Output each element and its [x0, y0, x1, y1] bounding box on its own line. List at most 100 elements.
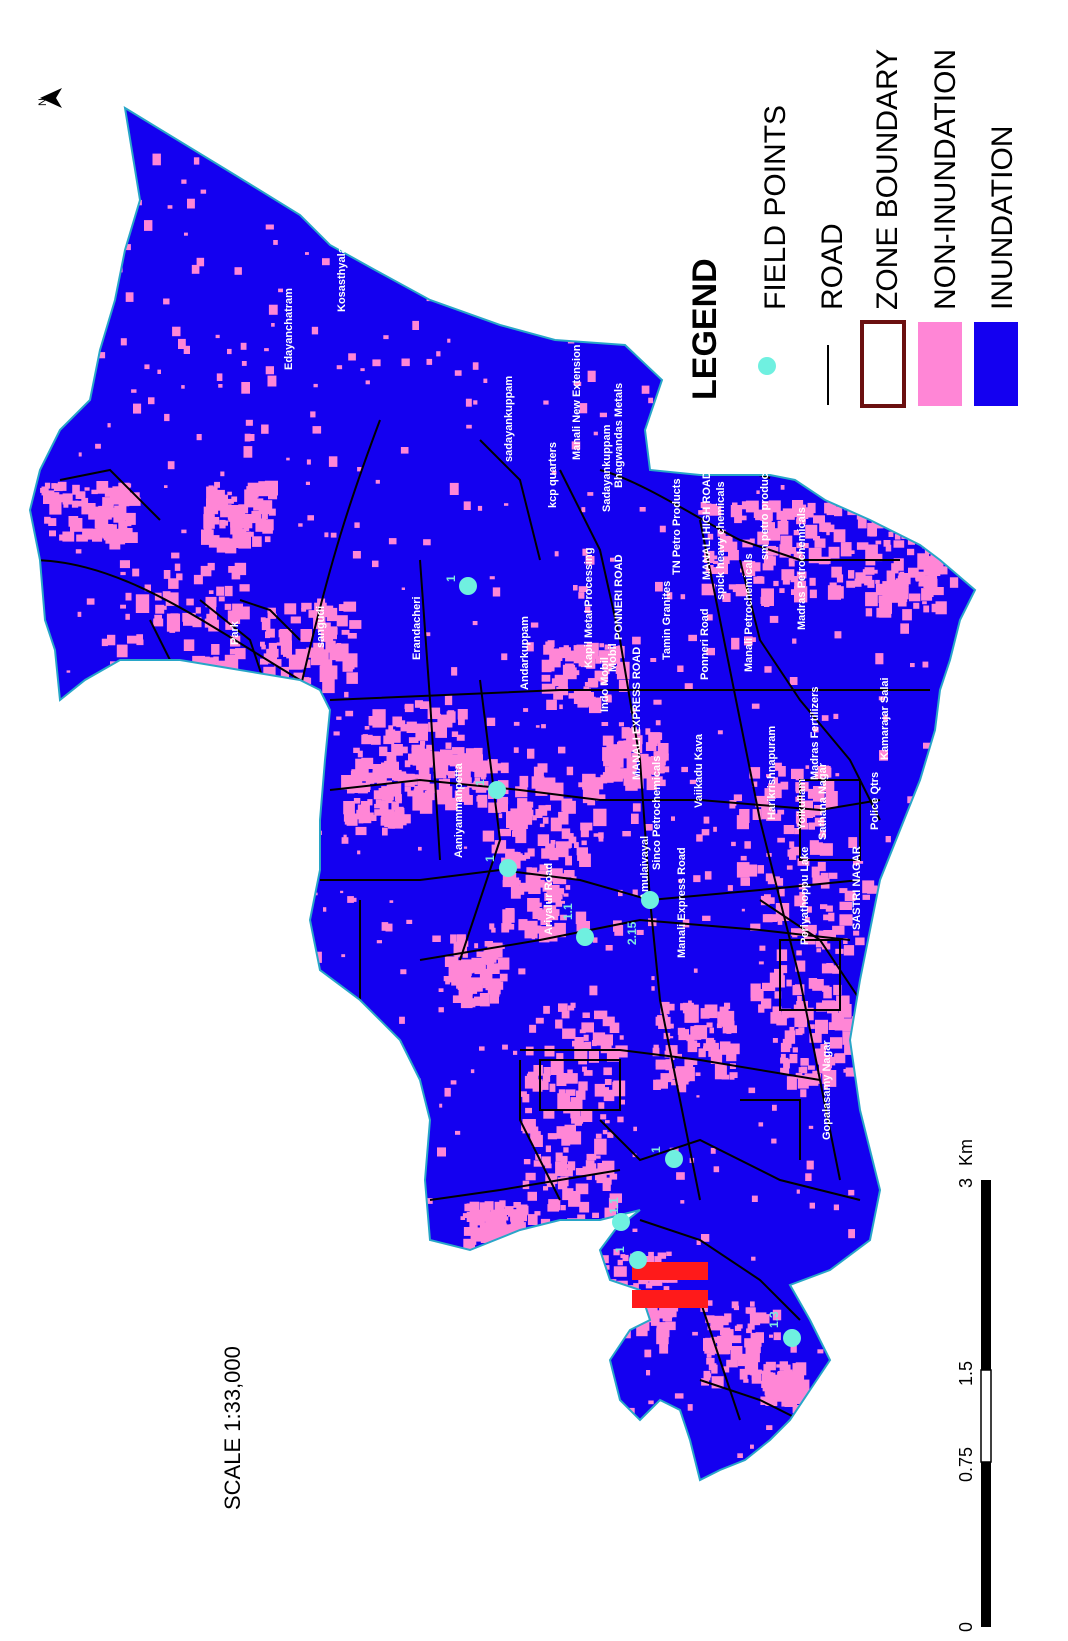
non-inundation-patch: [376, 778, 387, 784]
non-inundation-patch: [834, 631, 842, 639]
non-inundation-patch: [252, 536, 262, 547]
non-inundation-patch: [401, 358, 410, 367]
non-inundation-patch: [493, 763, 506, 771]
non-inundation-patch: [386, 816, 395, 826]
non-inundation-patch: [864, 1498, 870, 1505]
non-inundation-patch: [579, 1406, 588, 1412]
field-point-label: 1: [649, 1146, 663, 1153]
non-inundation-patch: [757, 865, 764, 874]
non-inundation-patch: [174, 563, 181, 571]
non-inundation-patch: [447, 338, 451, 343]
scale-seg-2: [980, 1369, 992, 1463]
scale-unit: Km: [956, 1139, 976, 1166]
non-inundation-patch: [435, 797, 444, 804]
non-inundation-patch: [570, 1002, 576, 1008]
non-inundation-patch: [231, 118, 239, 127]
non-inundation-patch: [902, 951, 907, 958]
non-inundation-patch: [629, 232, 638, 239]
non-inundation-patch: [279, 629, 292, 644]
non-inundation-patch: [412, 778, 418, 785]
non-inundation-patch: [469, 1201, 480, 1215]
non-inundation-patch: [181, 529, 187, 534]
non-inundation-patch: [666, 592, 673, 600]
non-inundation-patch: [243, 446, 253, 458]
non-inundation-patch: [856, 1318, 862, 1325]
non-inundation-patch: [820, 872, 829, 881]
non-inundation-patch: [726, 1359, 738, 1368]
non-inundation-patch: [291, 126, 297, 135]
non-inundation-patch: [283, 1432, 288, 1436]
non-inundation-patch: [780, 781, 789, 790]
non-inundation-patch: [117, 1295, 125, 1301]
non-inundation-patch: [326, 665, 338, 680]
non-inundation-patch: [567, 1424, 572, 1430]
non-inundation-patch: [375, 799, 381, 805]
non-inundation-patch: [543, 685, 551, 691]
non-inundation-patch: [130, 935, 138, 943]
non-inundation-patch: [376, 1369, 383, 1374]
field-point-label: 2.15: [625, 921, 639, 945]
non-inundation-patch: [267, 607, 276, 619]
non-inundation-patch: [797, 858, 810, 866]
non-inundation-patch: [907, 548, 915, 556]
non-inundation-patch: [542, 881, 552, 892]
place-label: Andarkuppam: [519, 616, 531, 690]
non-inundation-patch: [545, 1145, 551, 1153]
non-inundation-patch: [239, 584, 250, 592]
non-inundation-patch: [666, 1251, 672, 1256]
non-inundation-patch: [757, 1369, 762, 1373]
non-inundation-patch: [509, 1489, 513, 1493]
non-inundation-patch: [821, 765, 829, 774]
non-inundation-patch: [940, 469, 946, 476]
non-inundation-patch: [828, 872, 838, 879]
non-inundation-patch: [740, 515, 747, 521]
non-inundation-patch: [905, 384, 910, 389]
non-inundation-patch: [513, 747, 519, 753]
non-inundation-patch: [358, 814, 370, 822]
non-inundation-patch: [96, 481, 109, 494]
non-inundation-patch: [838, 1382, 847, 1388]
non-inundation-patch: [260, 641, 265, 647]
non-inundation-patch: [400, 969, 407, 975]
non-inundation-patch: [95, 124, 102, 129]
non-inundation-patch: [800, 823, 809, 830]
non-inundation-patch: [566, 766, 574, 776]
non-inundation-patch: [491, 981, 504, 990]
non-inundation-patch: [970, 163, 975, 170]
non-inundation-patch: [973, 550, 975, 553]
non-inundation-patch: [654, 1256, 662, 1266]
non-inundation-patch: [937, 872, 943, 880]
non-inundation-patch: [791, 589, 796, 595]
place-label: Bhagwandas Metals: [613, 383, 625, 488]
non-inundation-patch: [41, 910, 45, 914]
non-inundation-patch: [537, 764, 545, 772]
non-inundation-patch: [598, 672, 609, 682]
non-inundation-patch: [550, 869, 559, 881]
non-inundation-patch: [180, 1384, 187, 1391]
non-inundation-patch: [235, 648, 246, 660]
non-inundation-patch: [576, 847, 588, 856]
non-inundation-patch: [893, 558, 904, 571]
non-inundation-patch: [387, 823, 396, 829]
non-inundation-patch: [817, 1349, 824, 1354]
non-inundation-patch: [886, 570, 896, 583]
non-inundation-patch: [789, 1054, 798, 1064]
non-inundation-patch: [752, 781, 758, 787]
non-inundation-patch: [125, 1349, 133, 1358]
non-inundation-patch: [578, 1081, 588, 1091]
non-inundation-patch: [581, 655, 590, 668]
non-inundation-patch: [555, 1019, 563, 1029]
non-inundation-patch: [567, 1005, 575, 1011]
non-inundation-patch: [541, 1156, 551, 1166]
non-inundation-patch: [118, 520, 128, 533]
non-inundation-patch: [615, 769, 620, 774]
non-inundation-patch: [419, 797, 433, 814]
place-label: PONNERI ROAD: [613, 554, 625, 640]
non-inundation-patch: [708, 197, 717, 204]
non-inundation-patch: [885, 544, 892, 552]
non-inundation-patch: [872, 569, 878, 574]
place-label: Mobil: [607, 643, 619, 672]
non-inundation-patch: [267, 1478, 275, 1480]
non-inundation-patch: [527, 748, 535, 759]
non-inundation-patch: [789, 848, 798, 855]
